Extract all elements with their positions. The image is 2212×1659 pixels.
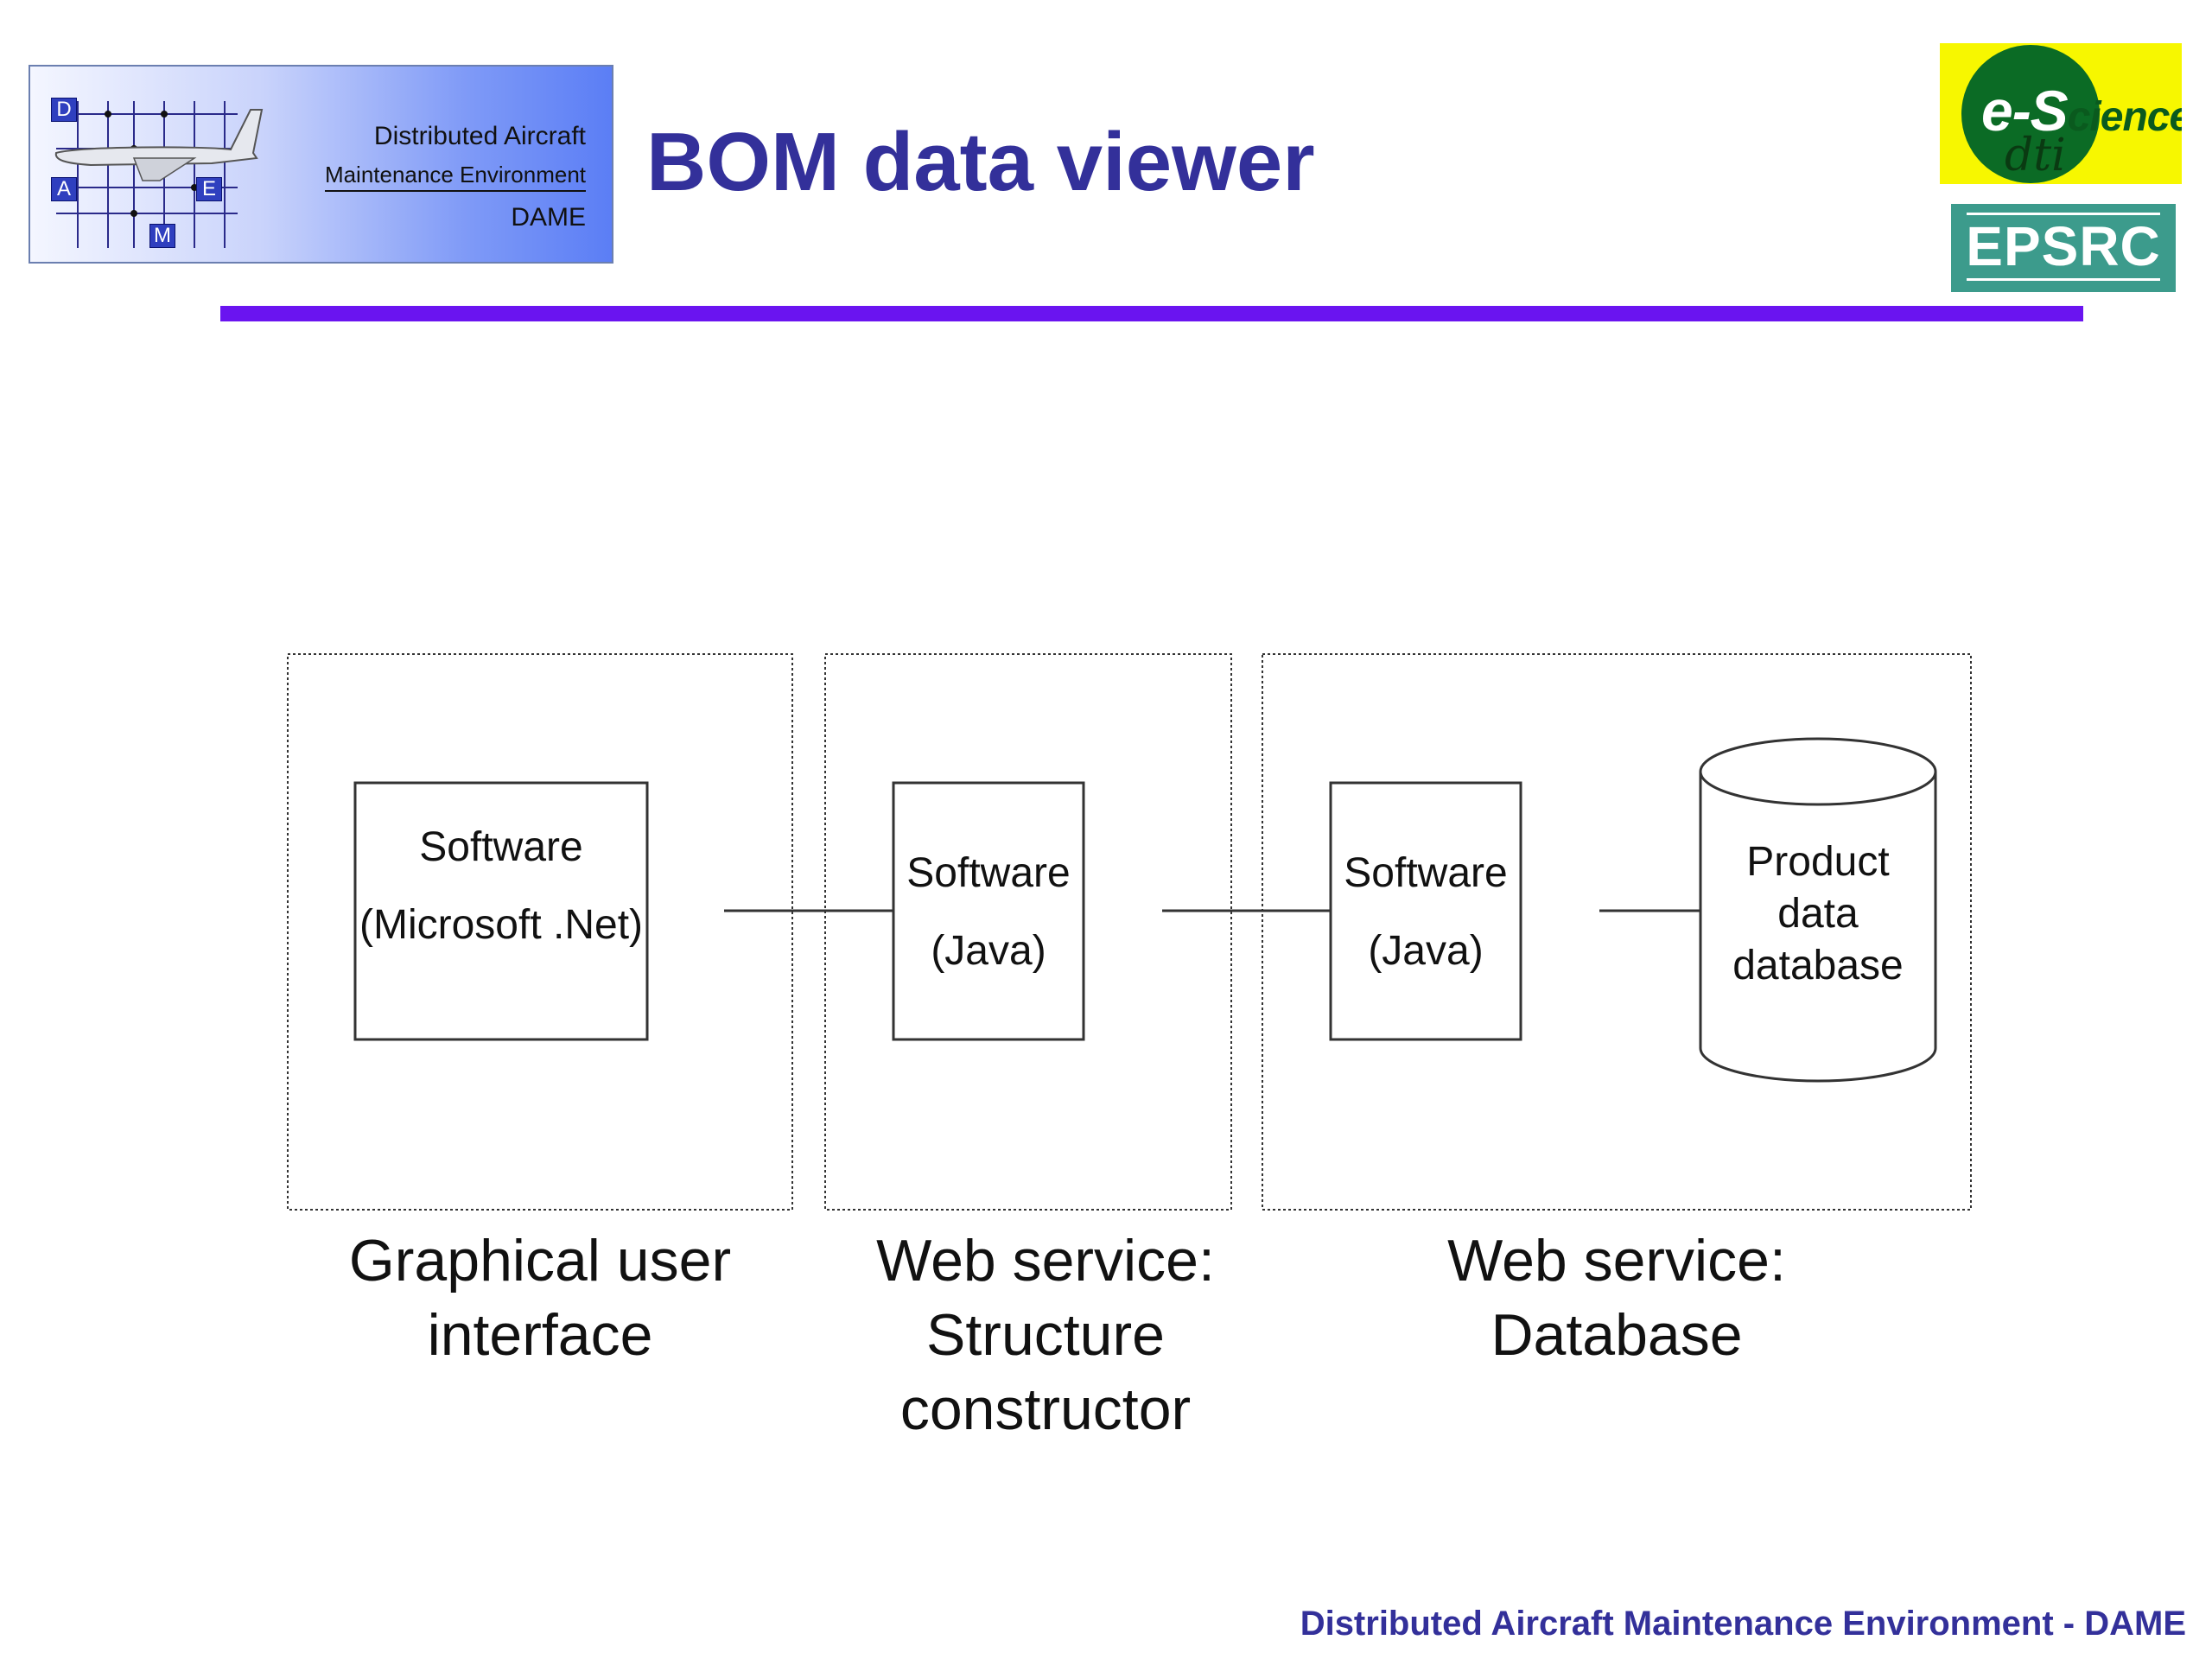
logo-line-1: Distributed Aircraft xyxy=(373,122,586,150)
gui-software-line-1: Software xyxy=(419,824,583,870)
caption-structure-line-2: Structure xyxy=(926,1302,1165,1368)
logo-letter-a: A xyxy=(51,177,77,201)
database-line-3: database xyxy=(1732,943,1904,988)
epsrc-text: EPSRC xyxy=(1966,215,2161,277)
caption-structure-line-3: constructor xyxy=(899,1376,1192,1442)
database-line-2: data xyxy=(1777,891,1859,937)
group-database-frame xyxy=(1262,653,1972,1211)
caption-database-line-1: Web service: xyxy=(1447,1228,1786,1294)
logo-letter-m: M xyxy=(149,224,175,248)
grid-airplane-icon xyxy=(54,101,264,248)
db-software-label: Software (Java) xyxy=(1331,835,1521,990)
title-divider xyxy=(220,306,2083,321)
struct-software-box xyxy=(892,781,1085,1041)
epsrc-logo: EPSRC xyxy=(1951,204,2176,292)
logo-line-3: DAME xyxy=(511,203,586,232)
gui-software-line-2: (Microsoft .Net) xyxy=(359,902,644,948)
caption-gui-line-1: Graphical user xyxy=(348,1228,732,1294)
caption-database: Web service: Database xyxy=(1349,1224,1885,1372)
caption-structure-line-1: Web service: xyxy=(876,1228,1215,1294)
epsrc-top-bar xyxy=(1967,213,2160,215)
gui-software-label: Software (Microsoft .Net) xyxy=(355,809,647,964)
db-software-box xyxy=(1329,781,1522,1041)
caption-gui: Graphical user interface xyxy=(288,1224,792,1372)
page-title: BOM data viewer xyxy=(646,116,1315,208)
caption-structure: Web service: Structure constructor xyxy=(825,1224,1266,1446)
escience-text: e-Science xyxy=(1981,78,2182,143)
database-label: Product data database xyxy=(1700,836,1936,992)
struct-software-line-1: Software xyxy=(906,850,1071,896)
db-software-line-1: Software xyxy=(1344,850,1508,896)
escience-main: e-S xyxy=(1981,79,2069,143)
struct-software-label: Software (Java) xyxy=(893,835,1084,990)
db-software-line-2: (Java) xyxy=(1368,928,1484,974)
struct-software-line-2: (Java) xyxy=(931,928,1046,974)
caption-database-line-2: Database xyxy=(1491,1302,1743,1368)
escience-logo: e-Science dti xyxy=(1940,43,2182,184)
logo-letter-e: E xyxy=(196,177,222,201)
group-gui-frame xyxy=(287,653,793,1211)
logo-letter-d: D xyxy=(51,98,77,122)
escience-circle-icon xyxy=(1961,45,2100,183)
footer-text: Distributed Aircraft Maintenance Environ… xyxy=(1300,1605,2186,1643)
epsrc-bottom-bar xyxy=(1967,278,2160,281)
dame-logo: D A E M Distributed Aircraft Maintenance… xyxy=(29,65,613,264)
database-cylinder xyxy=(1699,737,1937,1083)
dti-text: dti xyxy=(2005,130,2066,181)
caption-gui-line-2: interface xyxy=(427,1302,653,1368)
gui-software-box xyxy=(353,781,649,1041)
escience-rest: cience xyxy=(2067,94,2182,140)
logo-line-2: Maintenance Environment xyxy=(324,162,586,192)
database-line-1: Product xyxy=(1746,839,1890,885)
group-structure-frame xyxy=(824,653,1232,1211)
